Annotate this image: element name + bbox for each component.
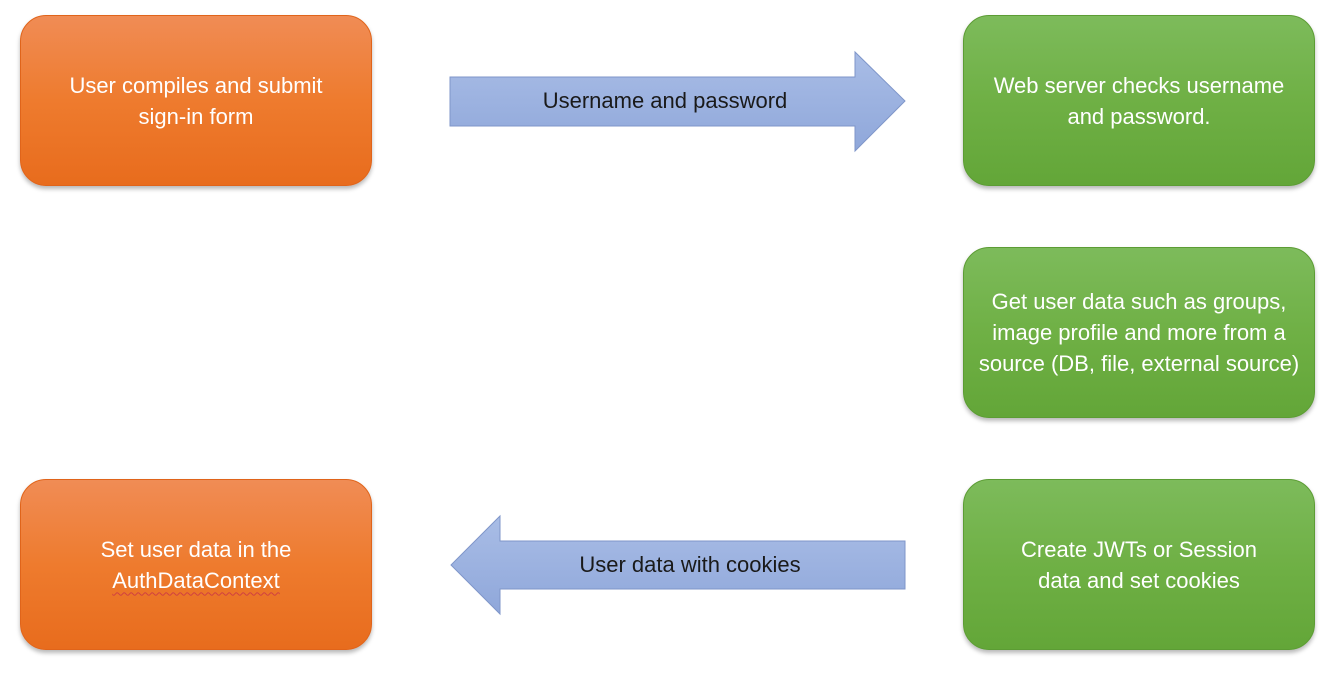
create-tokens-text: Create JWTs or Session data and set cook… [1021, 536, 1257, 593]
get-user-data-text: Get user data such as groups, image prof… [978, 289, 1300, 376]
set-context-line1: Set user data in the [100, 536, 292, 562]
check-credentials-text: Web server checks username and password. [993, 72, 1285, 129]
check-credentials-box: Web server checks username and password. [963, 15, 1315, 186]
set-context-line2: AuthDataContext [112, 567, 280, 593]
request-arrow-label: Username and password [542, 88, 788, 113]
submit-form-box: User compiles and submit sign-in form [20, 15, 372, 186]
create-tokens-box: Create JWTs or Session data and set cook… [963, 479, 1315, 650]
response-arrow-label: User data with cookies [579, 552, 801, 577]
set-context-box: Set user data in the AuthDataContext [20, 479, 372, 650]
get-user-data-box: Get user data such as groups, image prof… [963, 247, 1315, 418]
submit-form-text: User compiles and submit sign-in form [69, 72, 323, 129]
set-context-text: Set user data in the AuthDataContext [101, 534, 292, 596]
